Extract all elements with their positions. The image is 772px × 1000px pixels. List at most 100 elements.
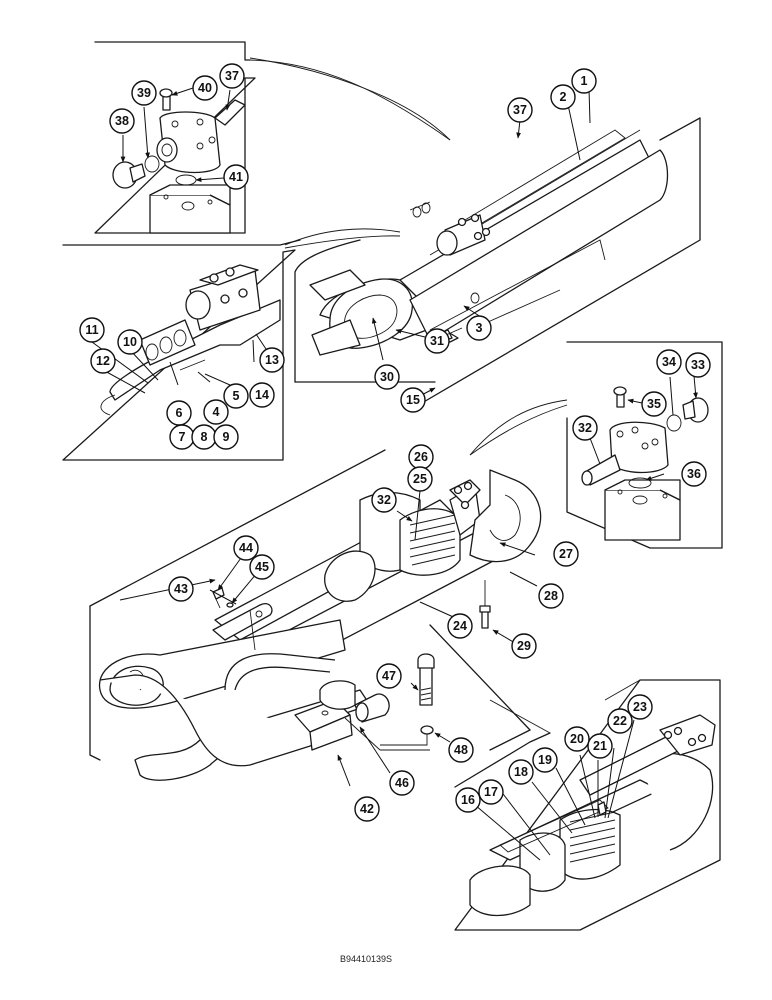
svg-text:27: 27 [559,547,573,561]
svg-text:8: 8 [201,430,208,444]
svg-text:4: 4 [213,405,220,419]
callout-46: 46 [389,770,415,796]
svg-text:5: 5 [233,389,240,403]
callout-17: 17 [478,779,504,805]
svg-text:17: 17 [484,785,498,799]
callout-7: 7 [169,424,195,450]
svg-text:21: 21 [593,739,607,753]
callout-11: 11 [79,317,105,343]
manifold-block-top-left [112,88,246,234]
callout-16: 16 [455,787,481,813]
callout-6: 6 [166,400,192,426]
svg-text:9: 9 [223,430,230,444]
callout-4: 4 [203,399,229,425]
svg-text:16: 16 [461,793,475,807]
svg-text:36: 36 [687,467,701,481]
svg-text:46: 46 [395,776,409,790]
svg-text:28: 28 [544,589,558,603]
svg-text:20: 20 [570,732,584,746]
svg-text:29: 29 [517,639,531,653]
svg-text:14: 14 [255,388,269,402]
svg-text:25: 25 [413,472,427,486]
manifold-block-right [581,386,709,541]
svg-text:7: 7 [179,430,186,444]
svg-text:18: 18 [514,765,528,779]
callout-30: 30 [374,364,400,390]
callouts: 37 38 39 40 41 11 10 12 6 4 5 14 13 7 8 … [79,63,711,822]
svg-text:42: 42 [360,802,374,816]
detail-frame-right [469,341,723,549]
svg-text:32: 32 [578,421,592,435]
svg-text:33: 33 [691,358,705,372]
callout-24: 24 [447,613,473,639]
svg-text:45: 45 [255,560,269,574]
callout-48: 48 [448,737,474,763]
callout-21: 21 [587,733,613,759]
callout-22: 22 [607,708,633,734]
svg-text:34: 34 [662,355,676,369]
callout-2: 2 [550,84,576,110]
svg-text:2: 2 [560,90,567,104]
svg-text:24: 24 [453,619,467,633]
svg-text:23: 23 [633,700,647,714]
svg-text:19: 19 [538,753,552,767]
callout-12: 12 [90,348,116,374]
detail-frame-top-left [94,41,451,234]
callout-39: 39 [131,80,157,106]
callout-14: 14 [249,382,275,408]
callout-32-main: 32 [371,487,397,513]
callout-33: 33 [685,352,711,378]
svg-text:11: 11 [85,323,98,337]
callout-10: 10 [117,329,143,355]
piston-rod-detail [469,714,716,917]
svg-text:32: 32 [377,493,391,507]
svg-text:35: 35 [647,397,661,411]
callout-28: 28 [538,583,564,609]
callout-38: 38 [109,108,135,134]
callout-25: 25 [407,466,433,492]
callout-27: 27 [553,541,579,567]
svg-text:39: 39 [137,86,151,100]
svg-text:37: 37 [225,69,239,83]
svg-text:15: 15 [406,393,420,407]
svg-text:47: 47 [382,669,396,683]
callout-13: 13 [259,347,285,373]
callout-26: 26 [408,444,434,470]
main-lower-assembly [89,449,542,781]
svg-text:48: 48 [454,743,468,757]
svg-text:22: 22 [613,714,627,728]
svg-text:41: 41 [229,170,243,184]
callout-3: 3 [466,315,492,341]
callout-34: 34 [656,349,682,375]
svg-text:12: 12 [96,354,110,368]
callout-23: 23 [627,694,653,720]
rod-end-left [100,264,281,416]
callout-31: 31 [424,328,450,354]
callout-35: 35 [641,391,667,417]
svg-text:38: 38 [115,114,129,128]
callout-40: 40 [192,75,218,101]
callout-5: 5 [223,383,249,409]
callout-44: 44 [233,535,259,561]
callout-32-detail: 32 [572,415,598,441]
callout-43: 43 [168,576,194,602]
callout-18: 18 [508,759,534,785]
callout-1: 1 [571,68,597,94]
callout-37-main: 37 [507,97,533,123]
callout-8: 8 [191,424,217,450]
callout-41: 41 [223,164,249,190]
svg-text:30: 30 [380,370,394,384]
svg-text:31: 31 [430,334,444,348]
callout-9: 9 [213,424,239,450]
callout-42: 42 [354,796,380,822]
callout-29: 29 [511,633,537,659]
svg-text:1: 1 [581,74,588,88]
svg-text:6: 6 [176,406,183,420]
callout-36: 36 [681,461,707,487]
main-upper-assembly [294,117,701,411]
svg-text:13: 13 [265,353,279,367]
callout-45: 45 [249,554,275,580]
callout-37-detail: 37 [219,63,245,89]
svg-text:44: 44 [239,541,253,555]
